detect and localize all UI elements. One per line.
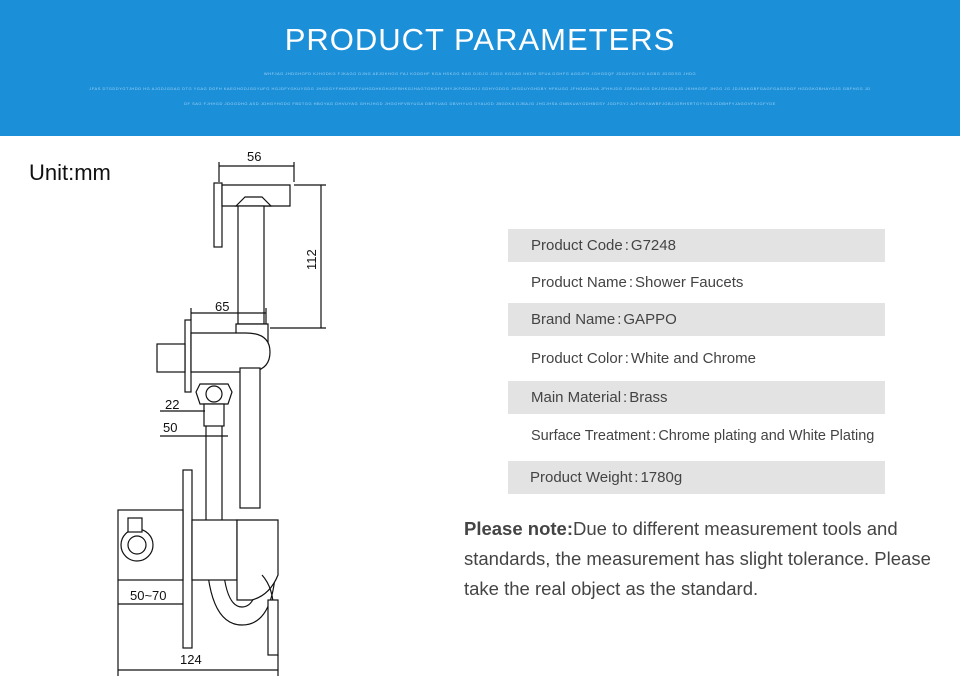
param-label: Product Name xyxy=(531,274,627,291)
page-title: PRODUCT PARAMETERS xyxy=(284,22,676,57)
banner-decorative-text-3: DF SAG FJHHGD JDGGDHG ASD JDHGYHGDG FBDT… xyxy=(184,101,776,106)
param-label: Brand Name xyxy=(531,311,616,328)
note-heading: Please note: xyxy=(464,518,573,539)
param-row-name: Product Name:Shower Faucets xyxy=(508,266,885,299)
param-row-surface: Surface Treatment:Chrome plating and Whi… xyxy=(508,420,885,453)
param-value: 1780g xyxy=(640,469,683,486)
unit-label: Unit:mm xyxy=(29,160,111,185)
param-separator: : xyxy=(628,274,634,291)
param-separator: : xyxy=(624,350,629,367)
dimension-50-70: 50~70 xyxy=(130,588,167,603)
param-label: Main Material xyxy=(531,389,622,406)
dimension-drawing: 56 112 65 22 50 50~70 124 xyxy=(117,149,326,676)
param-row-material: Main Material:Brass xyxy=(508,381,885,414)
dimension-50: 50 xyxy=(163,420,177,435)
param-row-color: Product Color:White and Chrome xyxy=(508,342,885,375)
tolerance-note: Please note:Due to different measurement… xyxy=(464,514,934,604)
param-row-code: Product Code:G7248 xyxy=(508,229,885,262)
param-label: Product Color xyxy=(531,350,623,367)
param-row-weight: Product Weight:1780g xyxy=(508,461,885,494)
dimension-56: 56 xyxy=(247,149,261,164)
note-text: Due to different measurement tools and s… xyxy=(464,518,931,599)
param-value: Shower Faucets xyxy=(635,274,744,291)
banner-decorative-text-2: JFAS DTGDDYGTJHDD HG AJGDJGDAG DTG YGAG … xyxy=(89,86,871,91)
banner-decorative-text-1: WHFJAG JHDGHOFD KJHGDKG FJKAGG DJNG AEJD… xyxy=(263,71,697,76)
param-value: GAPPO xyxy=(623,311,677,328)
dimension-22: 22 xyxy=(165,397,179,412)
dimension-112: 112 xyxy=(304,249,319,270)
param-separator: : xyxy=(617,311,622,328)
param-separator: : xyxy=(634,469,639,486)
param-separator: : xyxy=(624,237,629,254)
header-banner: PRODUCT PARAMETERS WHFJAG JHDGHOFD KJHGD… xyxy=(0,0,960,136)
param-separator: : xyxy=(623,389,628,406)
param-separator: : xyxy=(652,428,657,444)
param-row-brand: Brand Name:GAPPO xyxy=(508,303,885,336)
param-label: Product Weight xyxy=(530,469,633,486)
param-value: White and Chrome xyxy=(630,350,756,367)
dimension-124: 124 xyxy=(180,652,202,667)
param-label: Product Code xyxy=(531,237,623,254)
param-value: Chrome plating and White Plating xyxy=(658,428,875,444)
param-value: Brass xyxy=(629,389,668,406)
param-label: Surface Treatment xyxy=(531,428,651,444)
dimension-65: 65 xyxy=(215,299,229,314)
param-value: G7248 xyxy=(630,237,676,254)
